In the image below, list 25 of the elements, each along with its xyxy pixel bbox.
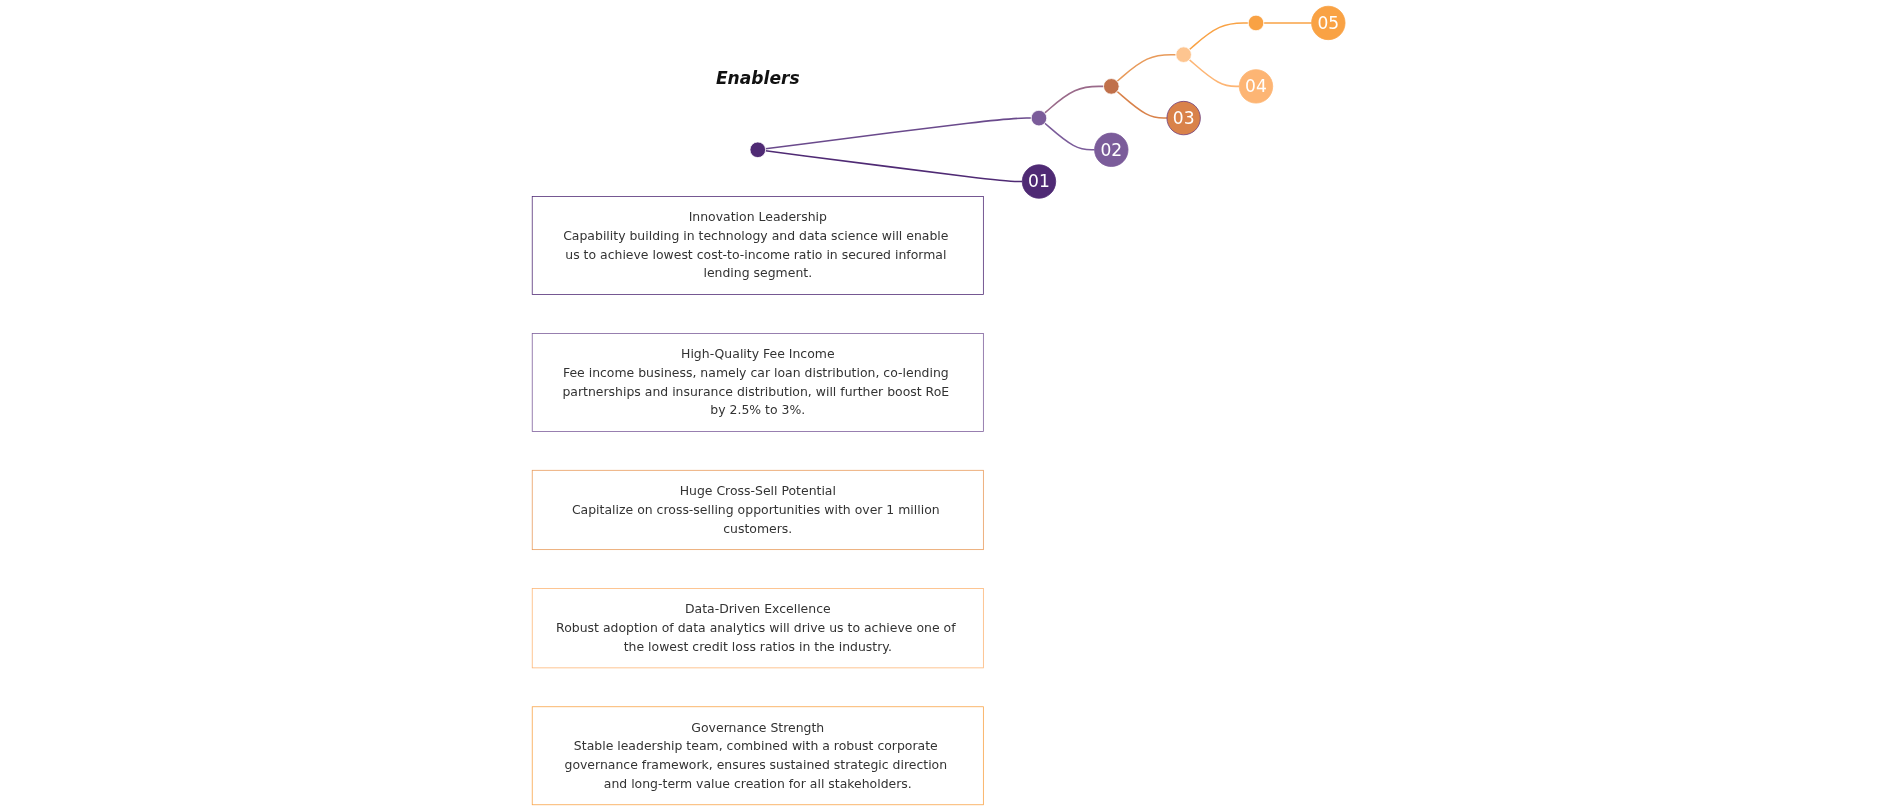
node-circle: 01 xyxy=(1022,164,1057,199)
node-box: High-Quality Fee Income Fee income business, namely car loan distribution, co-lending partnerships and insurance distribution, will further boost RoE by 2.5% to 3%. xyxy=(532,333,985,432)
node-circle xyxy=(1103,78,1120,95)
connector xyxy=(1044,85,1105,114)
connector xyxy=(1044,122,1096,151)
connector xyxy=(1189,59,1241,88)
node-box: Data-Driven Excellence Robust adoption of data analytics will drive us to achieve one of the lowest credit loss ratios in the industry. xyxy=(532,588,985,669)
node-circle xyxy=(1248,14,1265,32)
node-circle: 04 xyxy=(1239,69,1274,104)
node-circle xyxy=(1031,109,1048,127)
node-box: Governance Strength Stable leadership team, combined with a robust corporate governance framework, ensures sustained strategic direction and long-term value creation for all stakeholders. xyxy=(532,706,985,806)
node-circle xyxy=(749,141,767,158)
node-circle xyxy=(1175,46,1193,63)
connector xyxy=(765,150,1024,183)
node-box: Innovation Leadership Capability building in technology and data science will enable us to achieve lowest cost-to-income ratio in secured informal lending segment. xyxy=(532,196,985,295)
connector xyxy=(1116,53,1177,82)
node-circle: 02 xyxy=(1094,132,1129,167)
node-box: Huge Cross-Sell Potential Capitalize on cross-selling opportunities with over 1 million customers. xyxy=(532,469,985,551)
connector xyxy=(1189,22,1250,51)
node-circle: 05 xyxy=(1311,5,1346,41)
connector xyxy=(1263,22,1313,24)
connector xyxy=(765,117,1033,150)
node-circle: 03 xyxy=(1166,101,1202,136)
node-text: Enablers xyxy=(716,68,801,89)
connector xyxy=(1116,90,1169,119)
